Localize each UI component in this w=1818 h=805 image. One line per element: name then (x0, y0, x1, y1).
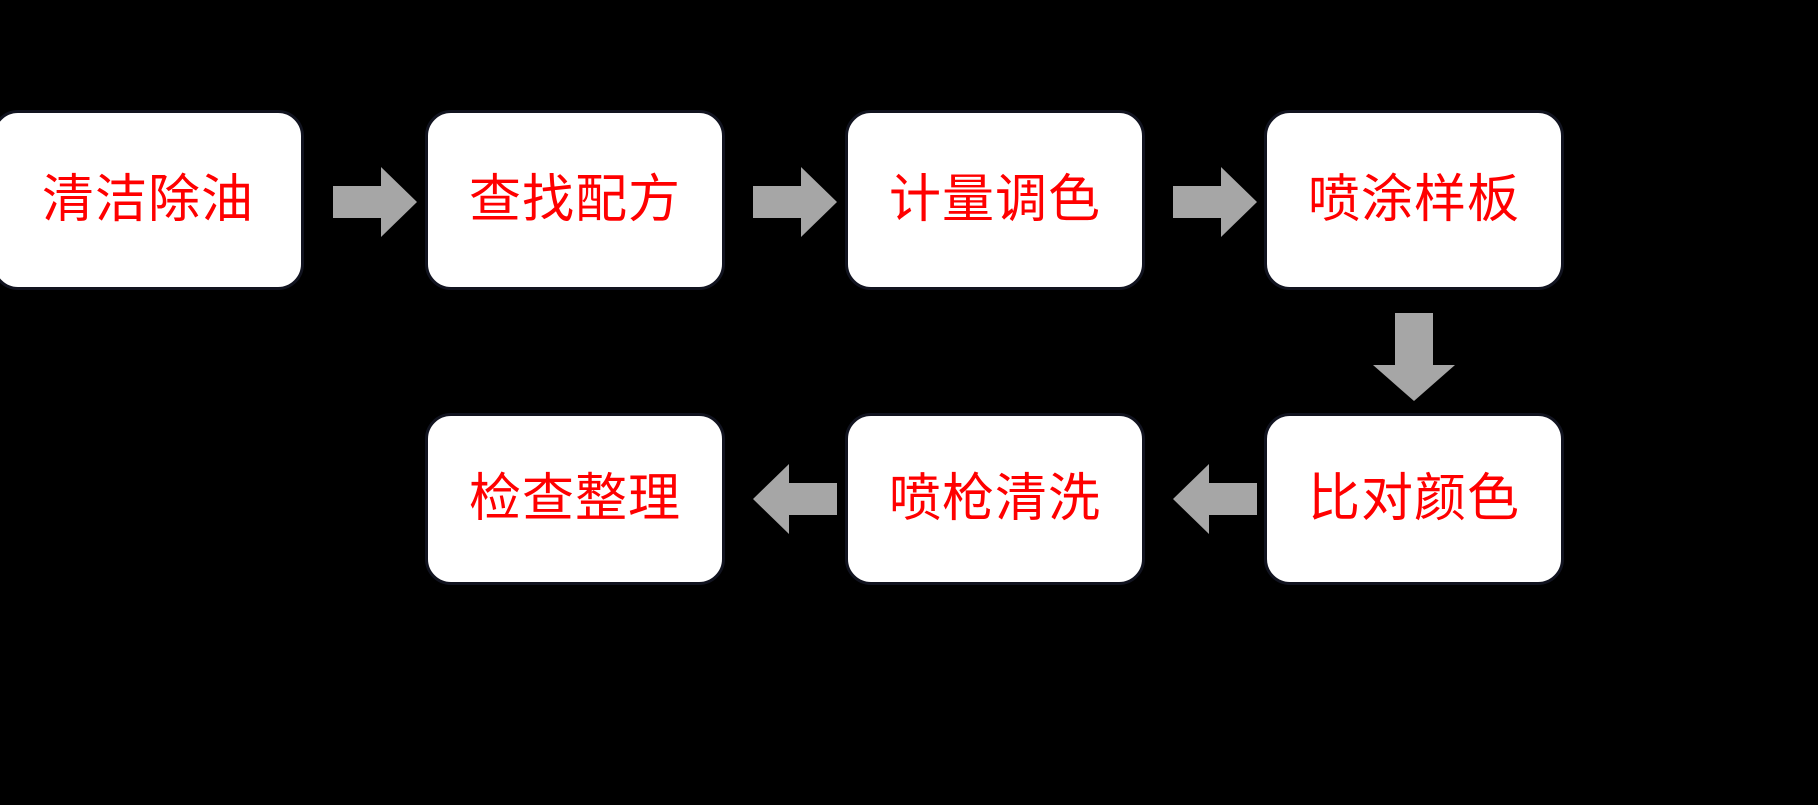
process-node-clean-spray-gun[interactable]: 喷枪清洗 (845, 413, 1145, 585)
node-label: 清洁除油 (41, 170, 254, 230)
process-node-measure-tint[interactable]: 计量调色 (845, 110, 1145, 290)
arrow-left-compare-to-gun (1173, 464, 1257, 534)
node-label: 计量调色 (888, 170, 1101, 230)
process-node-compare-color[interactable]: 比对颜色 (1264, 413, 1564, 585)
arrow-down-spray-to-compare (1373, 313, 1455, 401)
node-label: 喷枪清洗 (888, 469, 1101, 529)
arrow-right-formula-to-measure (753, 167, 837, 237)
node-label: 喷涂样板 (1307, 170, 1520, 230)
process-node-spray-sample[interactable]: 喷涂样板 (1264, 110, 1564, 290)
node-label: 检查整理 (468, 469, 681, 529)
arrow-right-clean-to-formula (333, 167, 417, 237)
process-node-inspect-organize[interactable]: 检查整理 (425, 413, 725, 585)
arrow-left-gun-to-inspect (753, 464, 837, 534)
process-node-find-formula[interactable]: 查找配方 (425, 110, 725, 290)
node-label: 查找配方 (468, 170, 681, 230)
node-label: 比对颜色 (1307, 469, 1520, 529)
arrow-right-measure-to-spray (1173, 167, 1257, 237)
process-node-clean-degrease[interactable]: 清洁除油 (0, 110, 304, 290)
